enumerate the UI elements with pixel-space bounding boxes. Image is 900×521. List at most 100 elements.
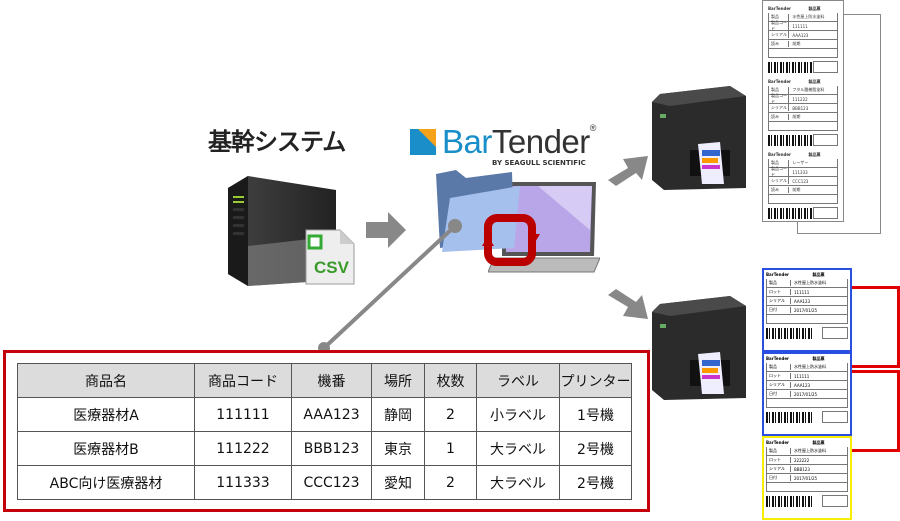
bartender-mark-icon: [410, 129, 436, 155]
header-quantity: 枚数: [424, 363, 477, 398]
label-field-value: BBB123: [792, 105, 809, 111]
table-cell: 東京: [371, 431, 425, 466]
barcode-icon: [768, 61, 813, 73]
label-field-name: 製品: [767, 448, 791, 454]
label-field-value: レーザー: [792, 160, 809, 165]
arrow-up-right-icon: [608, 156, 648, 186]
header-machine-no: 機番: [291, 363, 372, 398]
table-cell: 1: [424, 431, 477, 466]
sync-cycle-icon: [482, 214, 540, 266]
stamp-box: [822, 327, 848, 339]
label-field-value: 水性屋上防水塗料: [794, 364, 826, 369]
table-cell: 医療器材B: [17, 431, 195, 466]
bartender-wordmark: BarTender®: [442, 123, 596, 161]
label-field-name: シリアル: [767, 466, 791, 472]
barcode-icon: [766, 327, 812, 339]
label-field-name: 読み: [769, 41, 790, 47]
label-field-name: 製品コード: [769, 166, 790, 178]
label-field-value: 2017/01/25: [794, 391, 818, 397]
table-cell: 2号機: [559, 431, 632, 466]
table-cell: 大ラベル: [476, 465, 560, 500]
label-field-value: 2017/01/25: [794, 307, 818, 313]
label-red-back-2: [850, 370, 900, 452]
label-field-row: 製品フタル酸樹脂塗料: [768, 86, 838, 95]
wordmark-tender: Tender: [491, 123, 590, 160]
arrow-right-icon: [366, 212, 406, 248]
table-cell: 1号機: [559, 397, 632, 432]
registered-mark: ®: [589, 123, 597, 133]
label-field-row: 製品水性屋上防水塗料: [768, 13, 838, 22]
barcode-icon: [766, 411, 812, 423]
label-field-name: 製品コード: [769, 93, 790, 105]
label-field-value: 前期: [792, 41, 801, 46]
label-brand: BarTender: [766, 440, 790, 445]
label-field-value: CCC123: [792, 178, 809, 184]
label-field-name: ロット: [767, 373, 791, 379]
label-field-name: 製品: [767, 280, 791, 286]
printer-2-icon: [652, 296, 746, 400]
header-printer: プリンター: [559, 363, 632, 398]
table-cell: 医療器材A: [17, 397, 195, 432]
label-title: 製品票: [812, 356, 825, 361]
label-field-value: フタル酸樹脂塗料: [792, 87, 825, 92]
label-field-name: 製品: [769, 14, 790, 20]
label-brand: BarTender: [768, 6, 792, 11]
table-cell: 2号機: [559, 465, 632, 500]
table-cell: ABC向け医療器材: [17, 465, 195, 500]
table-cell: 111333: [194, 465, 292, 500]
header-label: ラベル: [476, 363, 560, 398]
stamp-box: [812, 61, 838, 73]
label-field-name: シリアル: [769, 32, 790, 38]
table-cell: AAA123: [291, 397, 372, 432]
label-title: 製品票: [812, 272, 825, 277]
csv-file-label: CSV: [314, 258, 349, 277]
barcode-icon: [766, 495, 812, 507]
label-field-row: 製品水性屋上防水塗料: [766, 363, 848, 372]
label-field-name: ロット: [767, 289, 791, 295]
label-field-name: ロット: [767, 457, 791, 463]
label-title: 製品票: [812, 440, 825, 445]
label-field-row: 読み前期: [768, 113, 838, 122]
label-brand: BarTender: [768, 152, 792, 157]
label-field-value: 水性屋上防水塗料: [792, 14, 825, 19]
label-field-value: BBB123: [794, 466, 810, 472]
arrow-down-right-icon: [608, 289, 648, 319]
label-field-name: シリアル: [769, 178, 790, 184]
label-field-name: 日付: [767, 307, 791, 313]
label-field-name: 読み: [769, 187, 790, 193]
label-field-row: 読み前期: [768, 40, 838, 49]
label-field-name: 読み: [769, 114, 790, 120]
label-title: 製品票: [808, 6, 821, 11]
table-cell: 大ラベル: [476, 431, 560, 466]
table-cell: 愛知: [371, 465, 425, 500]
label-field-name: シリアル: [769, 105, 790, 111]
table-cell: CCC123: [291, 465, 372, 500]
label-field-value: 111111: [794, 289, 810, 295]
stamp-box: [812, 207, 838, 219]
label-field-value: 水性屋上防水塗料: [794, 448, 826, 453]
barcode-icon: [768, 134, 813, 146]
header-product-name: 商品名: [17, 363, 195, 398]
